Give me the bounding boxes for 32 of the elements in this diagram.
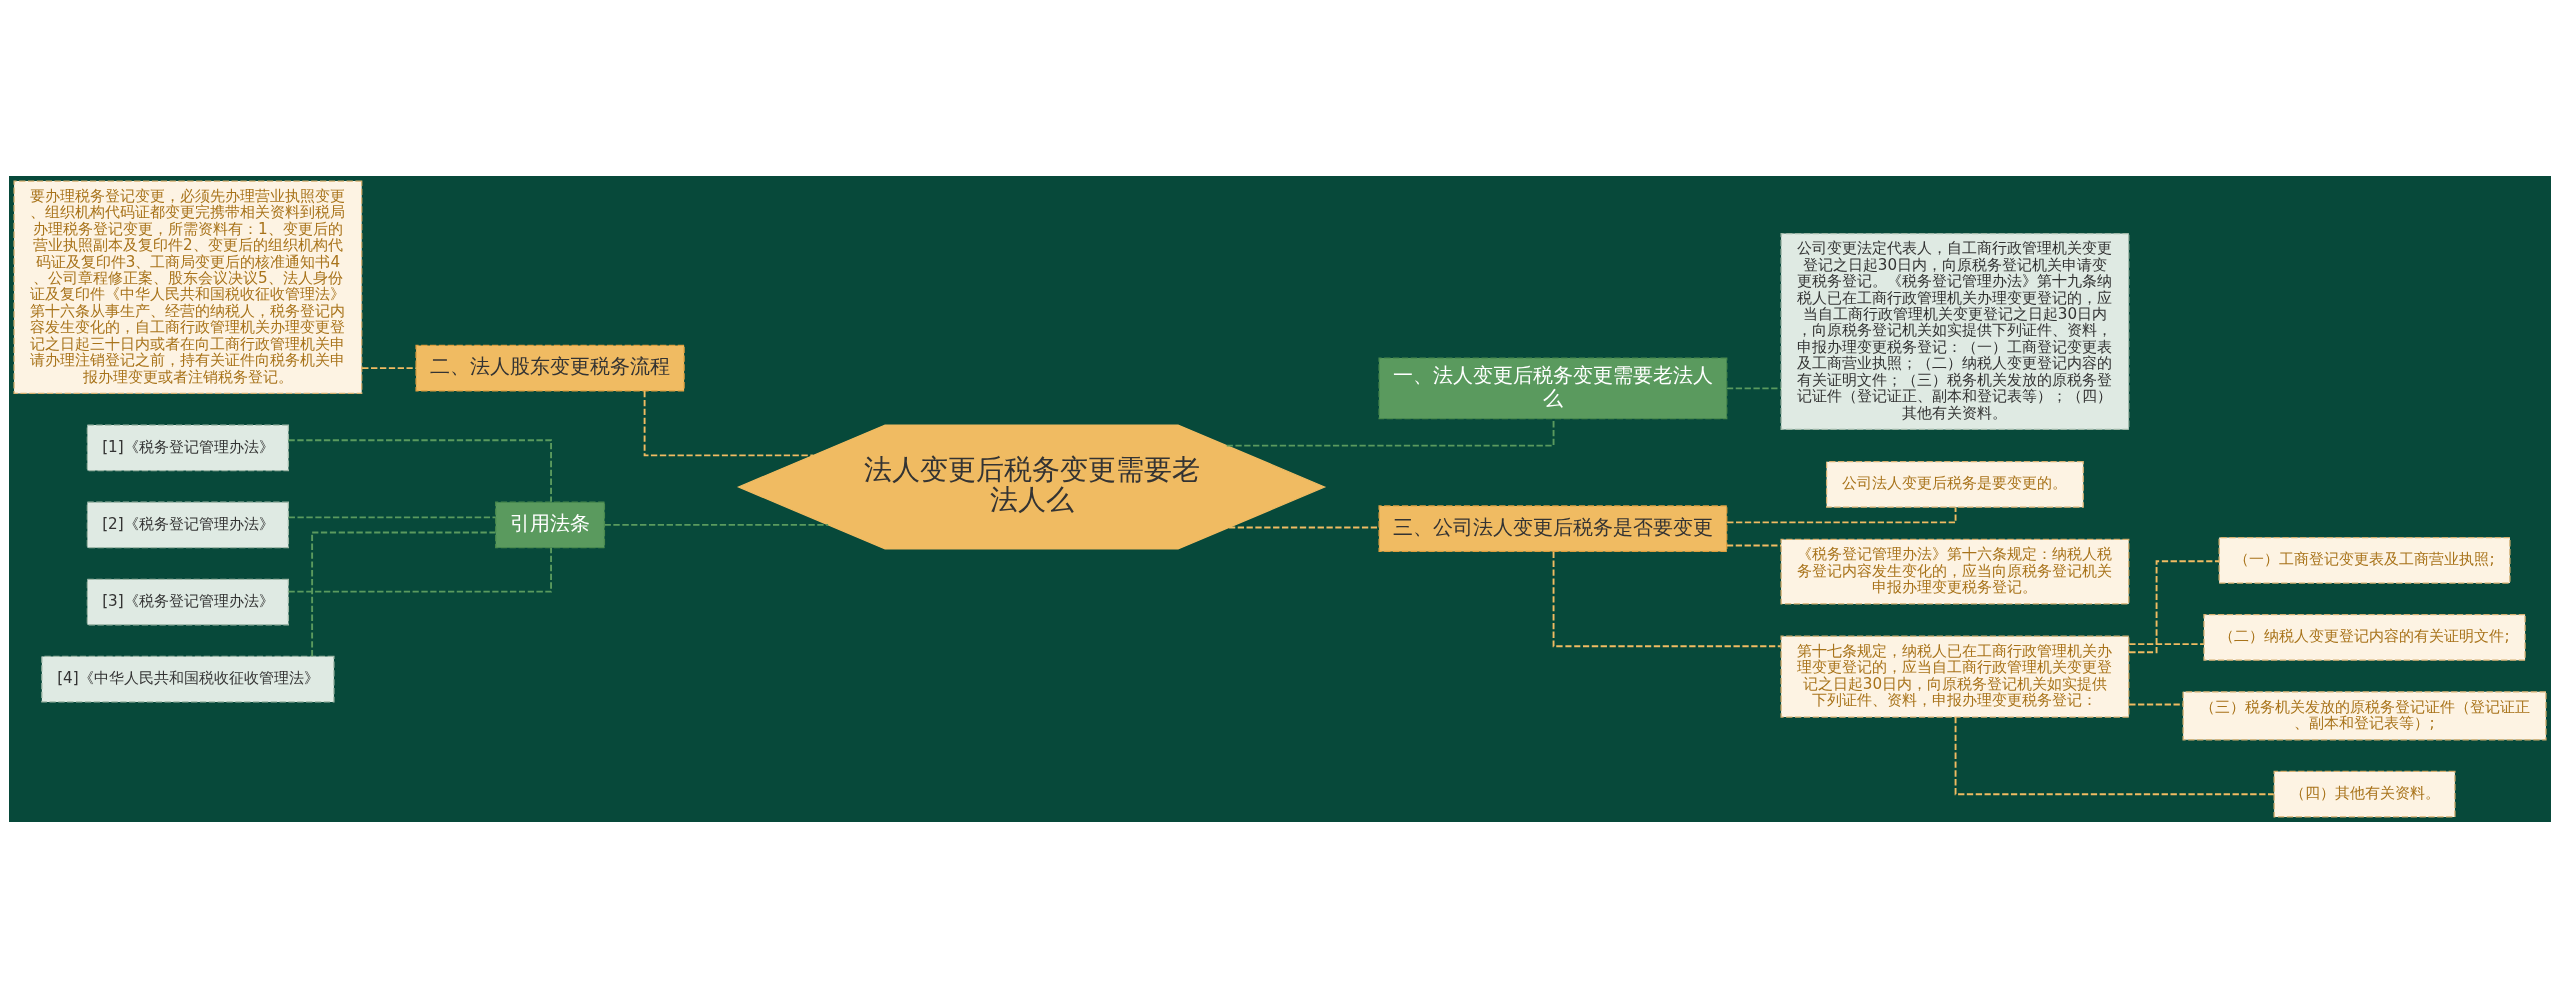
- node-box: （二）纳税人变更登记内容的有关证明文件;: [2203, 613, 2526, 661]
- node-box: 一、法人变更后税务变更需要老法人么: [1378, 356, 1728, 419]
- connector: [1552, 550, 1782, 647]
- node-box: 公司法人变更后税务是要变更的。: [1826, 460, 2084, 508]
- connector: [2128, 559, 2220, 653]
- node-box: 公司变更法定代表人，自工商行政管理机关变更登记之日起30日内，向原税务登记机关申请变更税务登记。《税务登记管理办法》第十九条纳税人已在工商行政管理机关办理变更登记的，应当自工商行政管理机关变更登记之日起30日内，向原税务登记机关如实提供下列证件、资料，申报办理变更税务登记：（一）工商登记变更表及工商营业执照；（二）纳税人变更登记内容的有关证明文件；（三）税务机关发放的原税务登记证件（登记证正、副本和登记表等）；（四）其他有关资料。: [1780, 232, 2130, 430]
- node-box: [1]《税务登记管理办法》: [86, 423, 289, 471]
- node-box: 引用法条: [495, 501, 606, 548]
- connector: [1228, 525, 1380, 528]
- connector: [287, 515, 497, 518]
- connector: [643, 389, 815, 456]
- connector: [2128, 642, 2205, 645]
- node-box: [4]《中华人民共和国税收征收管理法》: [41, 655, 335, 703]
- connector: [1954, 715, 2275, 795]
- connector: [603, 523, 830, 526]
- node-box: （一）工商登记变更表及工商营业执照;: [2218, 536, 2511, 584]
- node-box: [3]《税务登记管理办法》: [86, 578, 289, 625]
- node-box: 《税务登记管理办法》第十六条规定：纳税人税务登记内容发生变化的，应当向原税务登记机关申报办理变更税务登记。: [1780, 538, 2130, 605]
- connector: [1725, 386, 1782, 389]
- connector: [1725, 544, 1782, 546]
- node-box: 三、公司法人变更后税务是否要变更: [1378, 504, 1728, 552]
- connector: [287, 438, 552, 503]
- connector: [287, 546, 552, 593]
- connector: [2128, 702, 2184, 705]
- connector: [361, 366, 417, 369]
- node-box: （四）其他有关资料。: [2273, 770, 2456, 818]
- node-box: 要办理税务登记变更，必须先办理营业执照变更、组织机构代码证都变更完携带相关资料到税局办理税务登记变更，所需资料有：1、变更后的营业执照副本及复印件2、变更后的组织机构代码证及复印件3、工商局变更后的核准通知书4、公司章程修正案、股东会议决议5、法人身份证及复印件《中华人民共和国税收征收管理法》第十六条从事生产、经营的纳税人，税务登记内容发生变化的，自工商行政管理机关办理变更登记之日起三十日内或者在向工商行政管理机关申请办理注销登记之前，持有关证件向税务机关申报办理变更或者注销税务登记。: [13, 179, 363, 394]
- connector: [311, 531, 497, 657]
- node-box: [2]《税务登记管理办法》: [86, 501, 289, 548]
- node-box: 二、法人股东变更税务流程: [415, 344, 685, 392]
- node-box: 第十七条规定，纳税人已在工商行政管理机关办理变更登记的，应当自工商行政管理机关变更登记之日起30日内，向原税务登记机关如实提供下列证件、资料，申报办理变更税务登记：: [1780, 635, 2130, 718]
- node-box: （三）税务机关发放的原税务登记证件（登记证正、副本和登记表等）;: [2182, 690, 2547, 740]
